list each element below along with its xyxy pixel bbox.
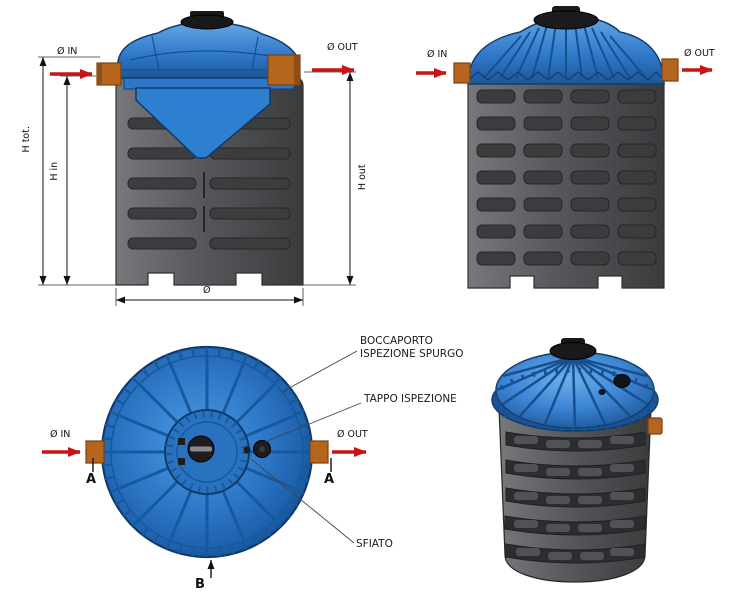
hub-latch-bottom bbox=[178, 458, 185, 465]
perspective-view bbox=[491, 338, 663, 583]
section-outlet-label: Ø OUT bbox=[327, 42, 358, 53]
callout-lines bbox=[250, 350, 362, 544]
outlet-fitting-side bbox=[661, 58, 679, 82]
callout-vent-label: SFIATO bbox=[356, 538, 393, 550]
inlet-fitting-side bbox=[453, 62, 471, 84]
inlet-fitting-flange bbox=[97, 63, 102, 85]
section-inlet-label: Ø IN bbox=[57, 46, 78, 57]
lid-ribs-side bbox=[483, 22, 647, 79]
lid-scallop-edge-side bbox=[467, 71, 665, 81]
top-view bbox=[42, 345, 367, 578]
lid-rim-ticks bbox=[102, 347, 312, 557]
lid-hub-ring bbox=[176, 421, 238, 483]
outlet-stub-top bbox=[309, 440, 329, 464]
outlet-fitting-flange bbox=[294, 55, 300, 85]
dim-diameter-label: Ø bbox=[203, 285, 211, 296]
section-dimension-lines bbox=[39, 57, 354, 304]
top-outlet-label: Ø OUT bbox=[337, 429, 368, 440]
lid-cap-3d bbox=[549, 342, 597, 360]
vent-hole-3d bbox=[598, 389, 606, 395]
outlet-fitting-3d bbox=[647, 417, 663, 435]
tank-ribs-section bbox=[127, 117, 291, 250]
vent-hole bbox=[243, 446, 251, 454]
inspection-cap-3d bbox=[613, 374, 631, 388]
top-inlet-label: Ø IN bbox=[50, 429, 71, 440]
dim-outlet-height-label: H out bbox=[356, 164, 368, 191]
dim-inlet-height-label: H in bbox=[48, 161, 60, 181]
lid-spokes bbox=[112, 357, 302, 547]
side-view bbox=[416, 6, 713, 289]
side-inlet-label: Ø IN bbox=[427, 49, 448, 60]
section-view bbox=[38, 11, 356, 306]
flow-arrows-section bbox=[50, 65, 355, 79]
inlet-stub-top bbox=[85, 440, 105, 464]
internal-funnel bbox=[135, 87, 271, 159]
hub-latch-top bbox=[178, 438, 185, 445]
callout-inspection-cap-label: TAPPO ISPEZIONE bbox=[364, 393, 457, 405]
tank-rib-bands-3d bbox=[504, 431, 646, 564]
section-plane-marks bbox=[92, 458, 332, 472]
dim-total-height-label: H tot. bbox=[20, 126, 32, 153]
lid-rim-ticks-3d bbox=[492, 367, 658, 433]
side-outlet-label: Ø OUT bbox=[684, 48, 715, 59]
callout-manhole-label-line2: ISPEZIONE SPURGO bbox=[360, 348, 464, 360]
flow-arrows-side bbox=[416, 65, 713, 78]
section-marker-b: B bbox=[195, 577, 205, 592]
section-marker-a-right: A bbox=[324, 472, 335, 487]
section-marker-a-left: A bbox=[86, 472, 97, 487]
manhole-handle bbox=[190, 446, 212, 452]
inspection-cap-center bbox=[259, 446, 265, 452]
lid-cap-section bbox=[180, 14, 234, 30]
callout-manhole-label-line1: BOCCAPORTO bbox=[360, 335, 433, 347]
lid-cap-side bbox=[533, 10, 599, 30]
